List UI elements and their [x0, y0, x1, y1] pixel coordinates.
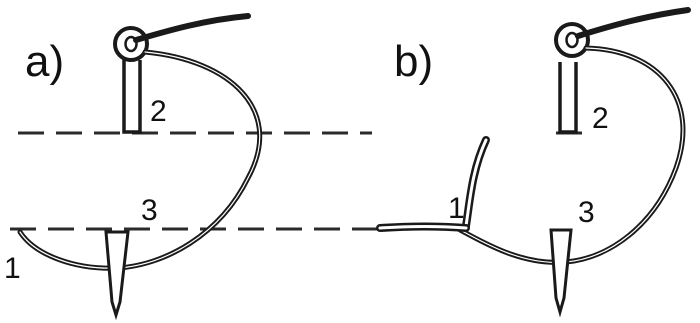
panel-b-point-3-label: 3 — [578, 196, 595, 229]
panel-a-label: a) — [25, 37, 64, 86]
panel-b-thread-tail — [575, 7, 691, 39]
panel-a-point-2-label: 2 — [150, 95, 167, 128]
panel-b-label: b) — [394, 37, 433, 86]
panel-a-upper-needle — [113, 26, 149, 134]
panel-b-lower-needle — [549, 228, 573, 318]
panel-b-point-2-label: 2 — [592, 102, 609, 135]
panel-a-lower-needle — [104, 230, 130, 321]
panel-b: b) 1 2 3 — [372, 7, 691, 318]
panel-a-point-1-label: 1 — [4, 252, 21, 285]
panel-a-point-3-label: 3 — [141, 194, 158, 227]
panel-a-thread-tail — [133, 13, 251, 43]
panel-b-upper-needle — [554, 22, 590, 134]
panel-b-point-1-label: 1 — [448, 192, 465, 225]
panel-a: a) 1 2 3 — [4, 13, 372, 321]
